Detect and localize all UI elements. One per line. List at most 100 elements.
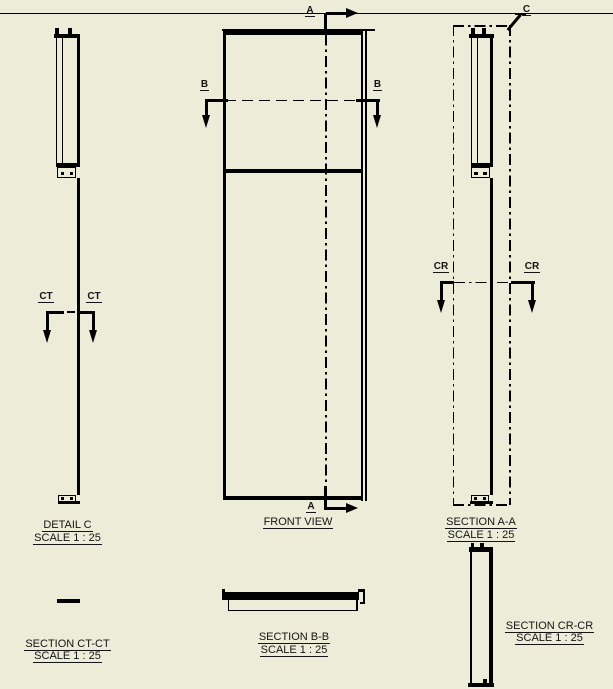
section-cr-cr-title: SECTION CR-CR xyxy=(504,619,595,633)
section-cr-cr-bottom-tick xyxy=(483,679,487,683)
section-a-a-foot-bar xyxy=(470,501,493,504)
section-a-bottom-arrow-shaft xyxy=(326,506,346,510)
section-b-right-arm xyxy=(356,98,380,102)
section-a-a-top-cap xyxy=(469,33,494,38)
cr-cut-line-right-arm xyxy=(510,281,535,284)
detail-c-top-tick-left xyxy=(55,28,59,34)
a-label-bottom: A xyxy=(306,501,316,513)
section-a-bottom-elbow xyxy=(323,486,327,510)
a-label-top: A xyxy=(305,4,315,17)
section-ct-ct-title: SECTION CT-CT xyxy=(24,637,111,651)
front-top-lip-line xyxy=(222,29,375,31)
front-left-edge xyxy=(222,31,226,500)
section-b-b-right-hook-top xyxy=(357,589,365,592)
ct-left-arrow-icon xyxy=(42,330,51,343)
front-view-title: FRONT VIEW xyxy=(262,516,334,529)
cr-left-arrow-shaft xyxy=(440,281,443,300)
section-b-right-arrow-icon xyxy=(373,114,382,128)
section-b-b-left-lip xyxy=(222,588,225,600)
cr-right-arrow-shaft xyxy=(531,281,534,300)
section-b-right-arrow-shaft xyxy=(376,98,380,115)
detail-c-title: DETAIL C xyxy=(42,519,93,532)
detail-boundary-top xyxy=(453,25,507,27)
section-cr-cr-bottom-cap xyxy=(467,682,494,687)
section-a-top-arrow-shaft xyxy=(326,11,346,15)
ct-cut-line-dash xyxy=(66,311,75,313)
c-leader-horizontal xyxy=(515,13,526,16)
front-right-edge-inner xyxy=(361,30,363,501)
front-bottom-bar xyxy=(222,496,363,500)
section-a-a-inner-cap xyxy=(471,163,493,167)
section-a-a-lower-box-tick-b xyxy=(483,171,487,175)
front-divider-bar xyxy=(222,169,363,173)
section-cr-cr-top-tick-a xyxy=(470,542,474,548)
section-b-b-bottom-line xyxy=(227,609,358,612)
ct-cut-line-left-arm xyxy=(45,310,64,314)
front-top-bar xyxy=(222,31,363,35)
ct-right-arrow-shaft xyxy=(91,310,95,331)
cr-right-arrow-icon xyxy=(528,300,536,313)
section-a-a-foot-tick-b xyxy=(483,496,486,500)
section-b-b-title: SECTION B-B xyxy=(257,631,331,644)
section-a-a-top-tick-left xyxy=(470,28,475,34)
ct-right-arrow-icon xyxy=(88,330,97,343)
detail-c-top-cap xyxy=(54,33,80,38)
section-cr-cr-top-tick-b xyxy=(480,542,484,548)
section-a-a-right-line xyxy=(489,38,493,164)
section-ct-ct-bar xyxy=(57,599,80,603)
detail-c-inner-cap xyxy=(57,163,80,167)
section-a-top-arrow-icon xyxy=(346,7,358,18)
detail-c-foot-tick-b xyxy=(70,496,73,500)
detail-c-left-inner-line xyxy=(61,38,63,167)
front-right-edge-outer xyxy=(365,30,367,501)
section-b-b-right-hook-vertical xyxy=(362,589,365,604)
detail-c-top-tick-right xyxy=(68,28,72,34)
section-a-top-elbow xyxy=(323,13,327,33)
section-b-left-arrow-icon xyxy=(201,114,210,128)
cr-left-arrow-icon xyxy=(437,300,445,313)
section-a-a-lower-box xyxy=(470,166,490,178)
ct-label-left: CT xyxy=(38,291,54,303)
b-label-right: B xyxy=(372,78,383,91)
section-cr-cr-top-cap xyxy=(469,547,493,552)
section-b-b-scale: SCALE 1 : 25 xyxy=(259,643,329,657)
section-b-left-arm xyxy=(204,98,228,102)
ct-label-right: CT xyxy=(86,291,102,303)
c-leader-diagonal xyxy=(506,13,522,31)
detail-boundary-right xyxy=(509,25,511,505)
detail-boundary-left xyxy=(452,25,455,505)
section-b-b-right-hook-bottom xyxy=(359,601,365,604)
detail-c-right-line xyxy=(77,38,80,167)
detail-boundary-bottom xyxy=(453,504,511,506)
cr-cut-line-left-arm xyxy=(440,281,454,284)
section-a-a-left-inner-line xyxy=(476,38,478,164)
detail-c-lower-box-tick-a xyxy=(60,171,64,175)
section-a-a-title: SECTION A-A xyxy=(445,516,517,529)
sheet-top-rule xyxy=(0,12,613,15)
section-cr-cr-right-line xyxy=(488,551,493,683)
detail-c-foot-bar xyxy=(58,501,80,504)
detail-c-lower-box xyxy=(57,166,76,178)
ct-left-arrow-shaft xyxy=(45,310,49,331)
section-b-b-top-bar xyxy=(224,592,359,600)
section-b-b-right-web xyxy=(356,600,358,611)
cr-label-left: CR xyxy=(432,261,450,273)
section-a-a-top-tick-right xyxy=(481,28,486,34)
section-ct-ct-scale: SCALE 1 : 25 xyxy=(33,650,102,663)
section-cr-cr-left-line xyxy=(470,551,472,683)
section-a-a-scale: SCALE 1 : 25 xyxy=(446,528,516,542)
detail-c-foot-tick-a xyxy=(61,496,64,500)
section-b-b-left-web xyxy=(227,600,230,611)
section-a-centerline xyxy=(325,13,327,509)
section-a-a-foot-tick-a xyxy=(474,496,477,500)
section-a-bottom-arrow-icon xyxy=(346,502,358,513)
detail-c-lower-box-tick-b xyxy=(69,171,73,175)
section-b-cut-line xyxy=(225,99,360,102)
section-cr-cr-scale: SCALE 1 : 25 xyxy=(515,632,584,645)
detail-c-long-edge-line xyxy=(76,177,80,495)
cr-label-right: CR xyxy=(523,261,541,273)
detail-c-left-outer-line xyxy=(55,38,57,167)
cr-cut-line-dash xyxy=(454,281,510,284)
section-b-left-arrow-shaft xyxy=(204,98,208,115)
